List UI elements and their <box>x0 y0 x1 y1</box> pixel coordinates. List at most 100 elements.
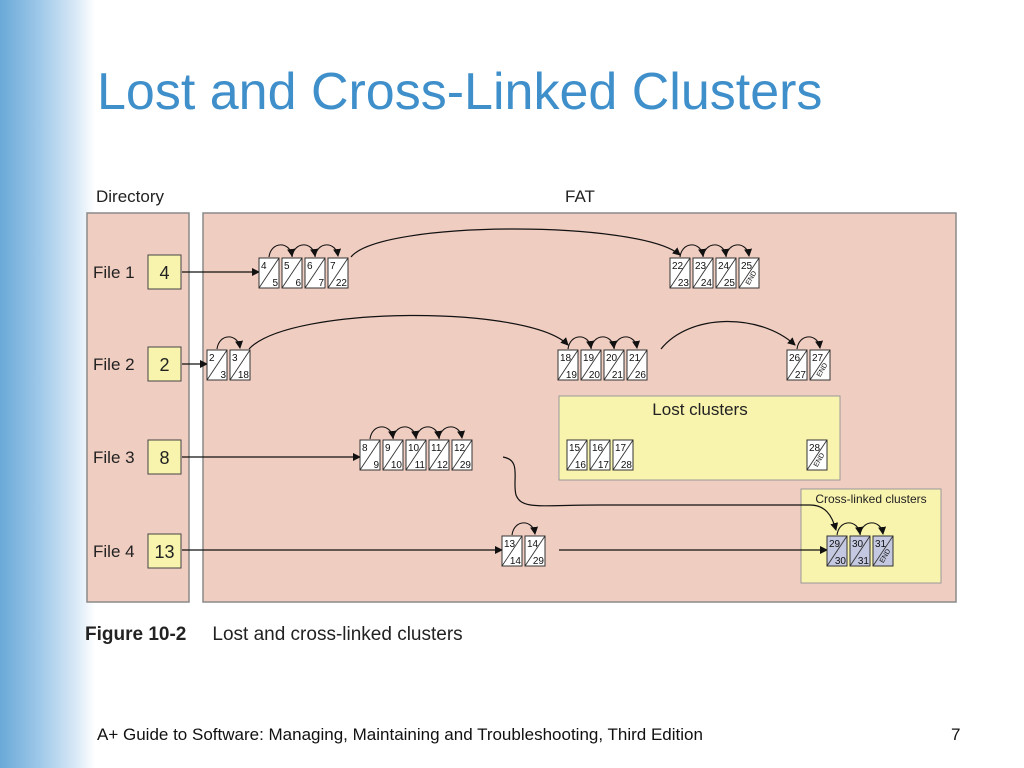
cross-linked-clusters-box <box>800 488 942 584</box>
page-number: 7 <box>951 725 961 744</box>
cluster-number: 15 <box>569 443 581 454</box>
cluster-link-arc <box>216 336 244 350</box>
cluster-link-arc <box>613 336 641 350</box>
cluster-number: 6 <box>307 261 313 272</box>
fat-cluster-cell: 21 26 <box>626 349 648 381</box>
cluster-number: 17 <box>615 443 627 454</box>
cluster-next-pointer: 6 <box>295 278 301 289</box>
cluster-number: 16 <box>592 443 604 454</box>
cluster-next-pointer: 7 <box>318 278 324 289</box>
cluster-next-pointer: 12 <box>437 460 449 471</box>
cluster-next-pointer: 23 <box>678 278 690 289</box>
cluster-link-arc <box>268 244 296 258</box>
cross-linked-clusters-label: Cross-linked clusters <box>815 492 926 506</box>
cluster-next-pointer: 26 <box>635 370 647 381</box>
cluster-next-pointer: 25 <box>724 278 736 289</box>
slide-title: Lost and Cross-Linked Clusters <box>97 63 823 121</box>
cluster-number: 14 <box>527 539 539 550</box>
figure-caption-text: Lost and cross-linked clusters <box>212 624 463 645</box>
cluster-link-arc <box>438 426 466 440</box>
cluster-next-pointer: 29 <box>460 460 472 471</box>
cluster-number: 27 <box>812 353 824 364</box>
lost-clusters-label: Lost clusters <box>652 400 747 419</box>
cluster-link-arc <box>369 426 397 440</box>
cluster-cells: 45566772222232324242525END23318181919202… <box>206 244 894 567</box>
fat-cluster-cell: 23 24 <box>692 257 714 289</box>
cluster-number: 5 <box>284 261 290 272</box>
cluster-link-arc <box>590 336 618 350</box>
cluster-link-arc <box>859 522 887 536</box>
fat-cluster-cell: 26 27 <box>786 349 808 381</box>
cluster-next-pointer: 19 <box>566 370 578 381</box>
cluster-number: 30 <box>852 539 864 550</box>
cluster-next-pointer: 18 <box>238 370 250 381</box>
cluster-number: 7 <box>330 261 336 272</box>
cluster-number: 20 <box>606 353 618 364</box>
fat-cluster-cell: 89 <box>359 439 381 471</box>
cluster-link-arc <box>702 244 730 258</box>
cluster-number: 10 <box>408 443 420 454</box>
cluster-number: 26 <box>789 353 801 364</box>
file-label-2: File 2 <box>93 355 135 374</box>
fat-cluster-cell: 67 <box>304 257 326 289</box>
cluster-next-pointer: 11 <box>415 460 426 471</box>
cluster-link-arc <box>291 244 319 258</box>
cluster-number: 22 <box>672 261 684 272</box>
cluster-next-pointer: 9 <box>373 460 379 471</box>
cluster-number: 23 <box>695 261 707 272</box>
footer-text: A+ Guide to Software: Managing, Maintain… <box>97 725 703 744</box>
cluster-next-pointer: 10 <box>391 460 403 471</box>
fat-label: FAT <box>565 187 595 206</box>
cluster-number: 2 <box>209 353 215 364</box>
file-label-3: File 3 <box>93 448 135 467</box>
fat-cluster-cell: 722 <box>327 257 349 289</box>
file-start-4: 13 <box>154 542 174 562</box>
cluster-link-arc <box>415 426 443 440</box>
fat-cluster-cell: 56 <box>281 257 303 289</box>
file-label-4: File 4 <box>93 542 135 561</box>
fat-cluster-cell: 12 29 <box>451 439 473 471</box>
file-start-1: 4 <box>159 263 169 283</box>
fat-cluster-cell: 318 <box>229 349 251 381</box>
cluster-number: 18 <box>560 353 572 364</box>
cluster-next-pointer: 28 <box>621 460 633 471</box>
cluster-number: 12 <box>454 443 466 454</box>
arc-21-to-26 <box>660 320 796 350</box>
cluster-next-pointer: 24 <box>701 278 713 289</box>
figure-number: Figure 10-2 <box>85 624 187 645</box>
arc-12-to-29 <box>502 456 839 531</box>
left-gradient-bar <box>0 0 95 768</box>
cluster-next-pointer: 30 <box>835 556 847 567</box>
cluster-next-pointer: 27 <box>795 370 807 381</box>
cluster-number: 21 <box>629 353 641 364</box>
cluster-next-pointer: 3 <box>220 370 226 381</box>
cluster-number: 3 <box>232 353 238 364</box>
cluster-next-pointer: 21 <box>612 370 624 381</box>
cluster-link-arc <box>679 244 707 258</box>
cluster-number: 31 <box>875 539 887 550</box>
cluster-number: 28 <box>809 443 821 454</box>
cluster-number: 8 <box>362 443 368 454</box>
cluster-link-arc <box>796 336 824 350</box>
fat-cluster-cell: 45 <box>258 257 280 289</box>
cluster-next-pointer: 17 <box>598 460 610 471</box>
fat-cluster-cell: 14 29 <box>524 535 546 567</box>
figure-caption: Figure 10-2 Lost and cross-linked cluster… <box>85 624 463 646</box>
cluster-next-pointer: 29 <box>533 556 545 567</box>
cluster-next-pointer: 16 <box>575 460 587 471</box>
fat-cluster-cell: 910 <box>382 439 404 471</box>
cluster-link-arc <box>392 426 420 440</box>
cluster-next-pointer: 14 <box>510 556 522 567</box>
cluster-number: 9 <box>385 443 391 454</box>
fat-cluster-cell: 10 11 <box>405 439 427 471</box>
arc-7-to-22 <box>350 228 681 258</box>
fat-cluster-cell: 22 23 <box>669 257 691 289</box>
